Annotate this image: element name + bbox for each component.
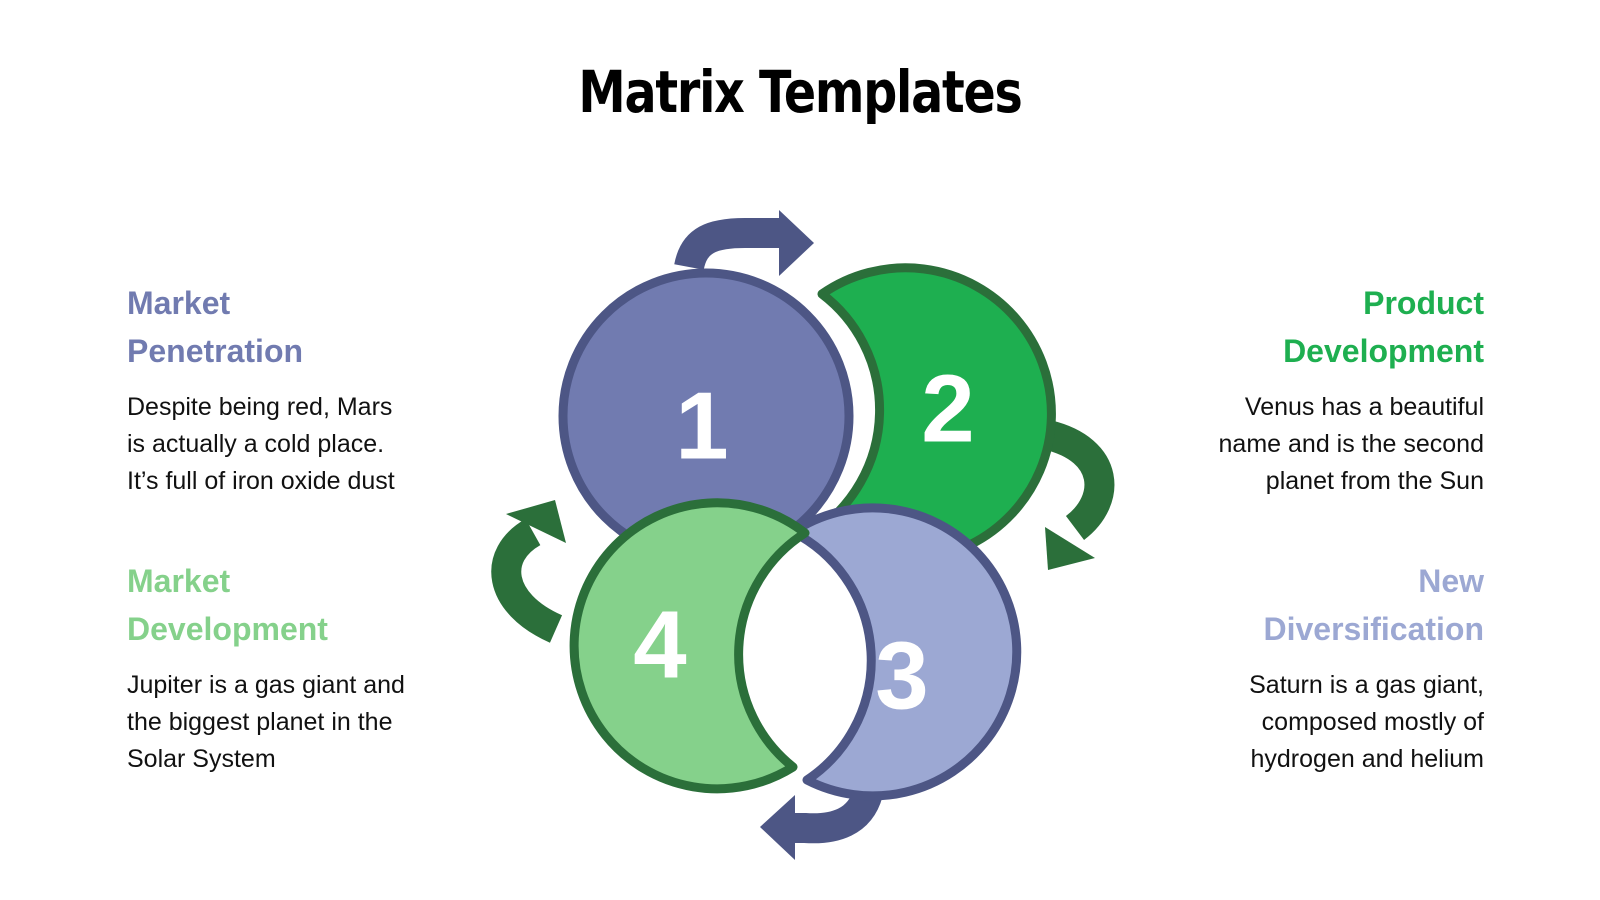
- left-arrow-icon: [491, 500, 566, 643]
- market-penetration-description: Despite being red, Mars is actually a co…: [127, 389, 457, 500]
- desc-line: Despite being red, Mars: [127, 393, 393, 421]
- market-development-block: Market Development Jupiter is a gas gian…: [127, 557, 457, 778]
- desc-line: the biggest planet in the: [127, 708, 393, 736]
- desc-line: hydrogen and helium: [1250, 745, 1485, 773]
- desc-line: composed mostly of: [1261, 708, 1484, 736]
- desc-line: planet from the Sun: [1265, 467, 1484, 495]
- market-penetration-block: Market Penetration Despite being red, Ma…: [127, 279, 457, 500]
- quadrant-3-crescent: [788, 503, 1022, 801]
- desc-line: Solar System: [127, 745, 276, 773]
- product-development-heading: Product Development: [1154, 279, 1484, 375]
- desc-line: Jupiter is a gas giant and: [127, 671, 405, 699]
- desc-line: Venus has a beautiful: [1244, 393, 1484, 421]
- heading-line: Diversification: [1263, 611, 1484, 647]
- left-arrow-head: [506, 500, 566, 543]
- quadrant-4-number: 4: [633, 591, 686, 698]
- product-development-description: Venus has a beautiful name and is the se…: [1154, 389, 1484, 500]
- right-arrow-icon: [1043, 420, 1115, 570]
- bottom-arrow-head: [760, 795, 795, 860]
- right-arrow-shaft: [1043, 420, 1115, 540]
- heading-line: Development: [1283, 333, 1484, 369]
- page-title: Matrix Templates: [578, 58, 1022, 126]
- bottom-arrow-shaft: [790, 788, 883, 844]
- quadrant-4-crescent: [569, 498, 810, 794]
- market-development-description: Jupiter is a gas giant and the biggest p…: [127, 667, 457, 778]
- market-development-heading: Market Development: [127, 557, 457, 653]
- heading-line: Market: [127, 285, 231, 321]
- desc-line: name and is the second: [1218, 430, 1484, 458]
- left-arrow-shaft: [491, 518, 563, 643]
- quadrant-1-number: 1: [675, 372, 728, 479]
- heading-line: Product: [1363, 285, 1484, 321]
- desc-line: It’s full of iron oxide dust: [127, 467, 395, 495]
- top-arrow-icon: [674, 210, 814, 276]
- product-development-block: Product Development Venus has a beautifu…: [1154, 279, 1484, 500]
- heading-line: New: [1418, 563, 1484, 599]
- new-diversification-description: Saturn is a gas giant, composed mostly o…: [1154, 667, 1484, 778]
- quadrant-2-number: 2: [921, 355, 974, 462]
- quadrant-3-number: 3: [875, 622, 928, 729]
- desc-line: is actually a cold place.: [127, 430, 385, 458]
- new-diversification-block: New Diversification Saturn is a gas gian…: [1154, 557, 1484, 778]
- bottom-arrow-icon: [760, 788, 883, 860]
- new-diversification-heading: New Diversification: [1154, 557, 1484, 653]
- market-penetration-heading: Market Penetration: [127, 279, 457, 375]
- desc-line: Saturn is a gas giant,: [1249, 671, 1484, 699]
- top-arrow-head: [779, 210, 814, 276]
- heading-line: Development: [127, 611, 328, 647]
- heading-line: Market: [127, 563, 231, 599]
- heading-line: Penetration: [127, 333, 304, 369]
- top-arrow-shaft: [674, 218, 783, 271]
- right-arrow-head: [1045, 527, 1095, 570]
- quadrant-2-crescent: [812, 263, 1056, 565]
